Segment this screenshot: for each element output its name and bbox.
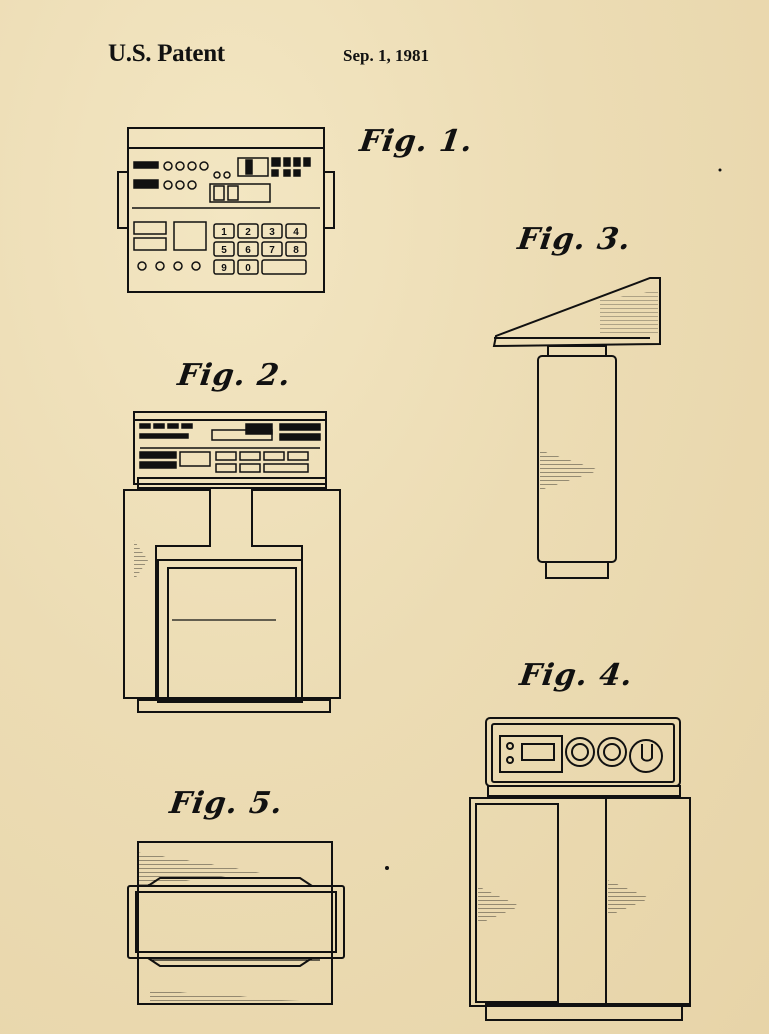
keypad-digit: 7 bbox=[269, 245, 275, 256]
patent-title: U.S. Patent bbox=[108, 40, 225, 67]
keypad-digit: 2 bbox=[245, 227, 251, 238]
keypad-digit: 8 bbox=[293, 245, 299, 256]
keypad-digit: 1 bbox=[221, 227, 227, 238]
keypad-digit: 4 bbox=[293, 227, 299, 238]
keypad-digit: 6 bbox=[245, 245, 251, 256]
fig-1-drawing bbox=[117, 127, 335, 293]
keypad-digit: 3 bbox=[269, 227, 275, 238]
fig-3-drawing bbox=[492, 277, 661, 579]
fig-2-drawing bbox=[123, 411, 341, 713]
keypad-digit: 5 bbox=[221, 245, 227, 256]
keypad-digit: 9 bbox=[221, 263, 227, 274]
keypad-digit: 0 bbox=[245, 263, 251, 274]
fig-4-drawing bbox=[469, 717, 691, 1021]
fig-5-drawing bbox=[127, 841, 345, 1005]
patent-date: Sep. 1, 1981 bbox=[343, 46, 429, 65]
